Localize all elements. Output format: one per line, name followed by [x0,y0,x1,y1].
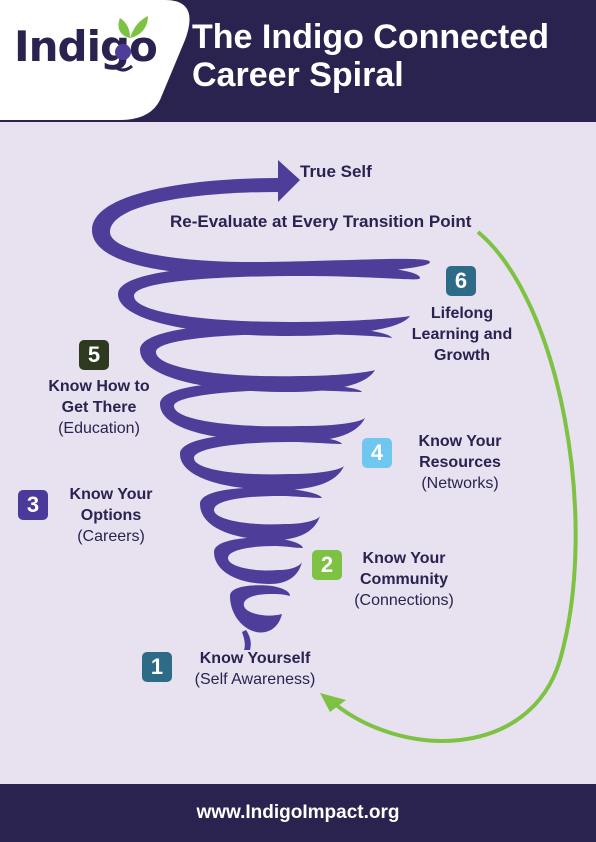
step-5-label: Know How to Get There (Education) [30,376,168,439]
step-4-label: Know Your Resources (Networks) [400,431,520,494]
step-6-badge: 6 [446,266,476,296]
step-6-label: Lifelong Learning and Growth [398,303,526,366]
step-1-title: Know Yourself [199,650,311,667]
step-2-label: Know Your Community (Connections) [338,548,470,611]
step-4-badge: 4 [362,438,392,468]
step-3-title-line-2: Options [80,507,142,524]
reevaluate-label: Re-Evaluate at Every Transition Point [170,212,472,231]
step-3-label: Know Your Options (Careers) [54,484,168,547]
step-5-subtitle: (Education) [58,420,140,437]
step-6-title-line-3: Growth [434,347,490,364]
step-1-label: Know Yourself (Self Awareness) [180,648,330,690]
step-5-title-line-2: Get There [61,399,137,416]
step-2-title-line-2: Community [360,571,448,588]
step-5-title-line-1: Know How to [48,378,150,395]
return-arrowhead [320,693,346,712]
true-self-label: True Self [300,162,372,181]
title-line-2: Career Spiral [192,56,404,94]
step-1-badge: 1 [142,652,172,682]
step-3-subtitle: (Careers) [77,528,145,545]
return-arrow [328,230,578,743]
footer-url-link[interactable]: www.IndigoImpact.org [196,802,400,823]
step-1-subtitle: (Self Awareness) [194,671,316,688]
logo[interactable]: Indigo [0,0,170,110]
footer-bar: www.IndigoImpact.org [0,784,596,842]
page-title: The Indigo Connected Career Spiral [192,18,582,94]
step-4-title-line-2: Resources [419,454,501,471]
step-6-title-line-2: Learning and [411,326,513,343]
title-line-1: The Indigo Connected [192,18,549,56]
step-3-badge: 3 [18,490,48,520]
step-2-subtitle: (Connections) [354,592,454,609]
step-5-badge: 5 [79,340,109,370]
step-3-title-line-1: Know Your [69,486,153,503]
logo-leaf-icon [118,16,148,38]
step-2-title-line-1: Know Your [362,550,446,567]
step-6-title-line-1: Lifelong [430,305,494,322]
step-4-subtitle: (Networks) [421,475,499,492]
step-4-title-line-1: Know Your [418,433,502,450]
step-2-badge: 2 [312,550,342,580]
logo-pin-icon [113,44,133,72]
